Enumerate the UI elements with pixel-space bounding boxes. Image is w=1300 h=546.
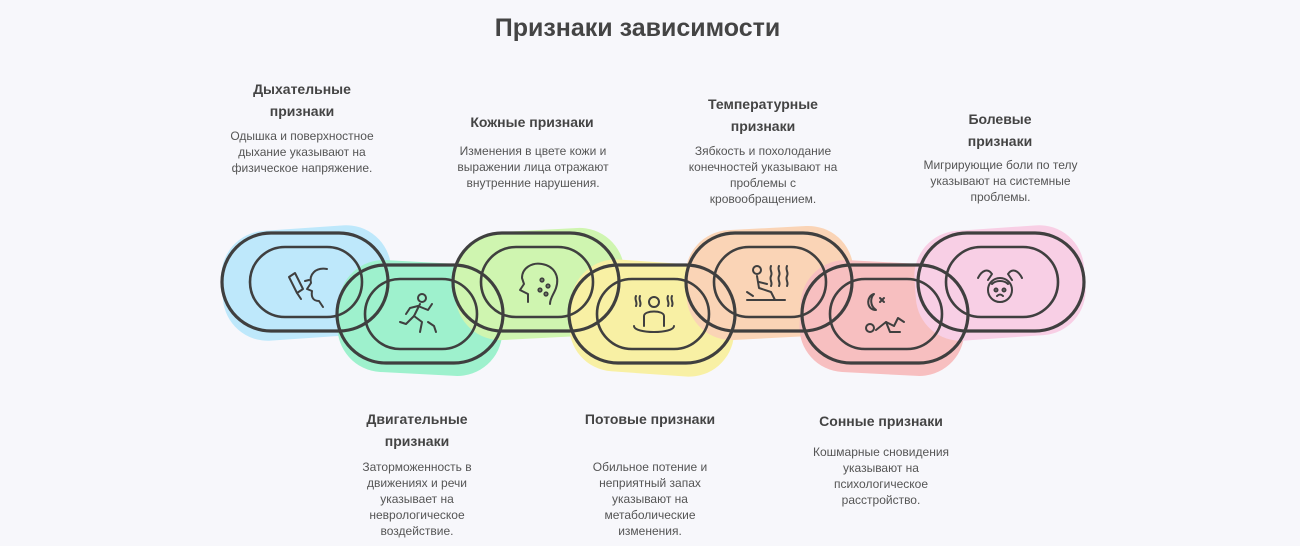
running-person-icon (399, 293, 437, 333)
sweating-person-icon (633, 295, 675, 333)
desc-skin: Изменения в цвете кожи и выражении лица … (457, 144, 609, 190)
label-sweat: Потовые признаки (584, 411, 716, 427)
desc-temperature: Зябкость и похолодание конечностей указы… (688, 144, 838, 206)
label-pain: Болевые признаки (967, 111, 1033, 149)
sleeping-person-moon-icon (865, 293, 905, 333)
label-sleep: Сонные признаки (819, 413, 943, 429)
page-title: Признаки зависимости (494, 14, 781, 42)
label-motor: Двигательные признаки (366, 411, 468, 449)
label-skin: Кожные признаки (470, 114, 594, 130)
desc-sweat: Обильное потение и неприятный запах указ… (592, 460, 708, 538)
desc-motor: Заторможенность в движениях и речи указы… (362, 460, 472, 538)
desc-sleep: Кошмарные сновидения указывают на психол… (812, 445, 950, 507)
label-temperature: Температурные признаки (708, 96, 818, 134)
chain-link-pain (916, 231, 1086, 333)
label-breathing: Дыхательные признаки (253, 81, 351, 119)
head-pain-icon (977, 269, 1023, 303)
face-spots-icon (519, 262, 559, 305)
breathing-inhaler-icon (288, 267, 328, 308)
desc-pain: Мигрирующие боли по телу указывают на си… (923, 158, 1078, 204)
heat-waves-person-icon (746, 265, 789, 301)
desc-breathing: Одышка и поверхностное дыхание указывают… (230, 129, 374, 175)
